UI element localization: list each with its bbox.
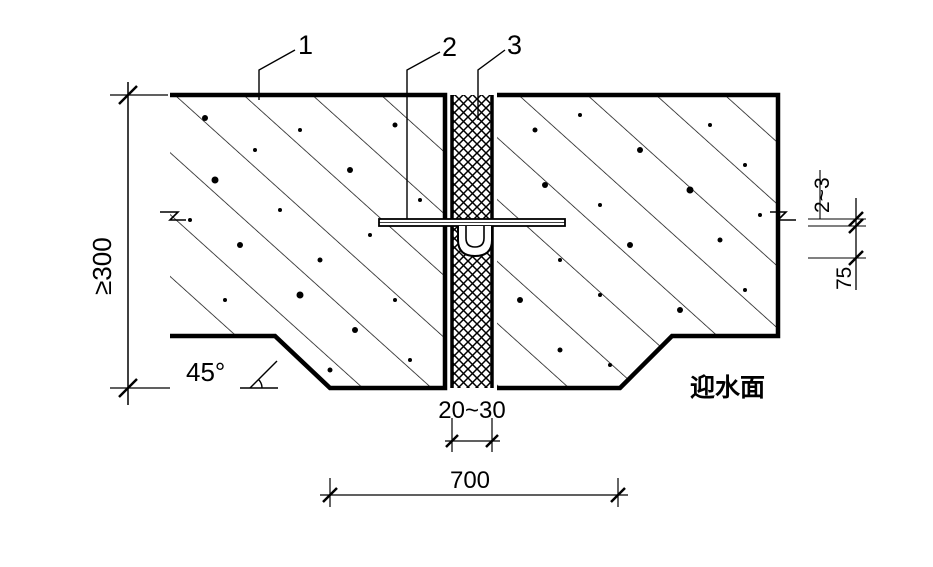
dimension-label-offset: 75 — [833, 267, 856, 290]
callout-label-3: 3 — [507, 30, 522, 60]
dimension-joint-width — [445, 418, 500, 452]
dimension-height — [110, 82, 170, 405]
break-lines — [160, 211, 796, 221]
angle-marker — [240, 360, 278, 389]
dimension-right-small — [808, 170, 866, 290]
water-side-label: 迎水面 — [690, 373, 765, 402]
dimension-label-joint-width: 20~30 — [438, 397, 505, 424]
dimension-label-gap: 2~3 — [811, 177, 834, 213]
callout-label-2: 2 — [442, 32, 457, 62]
waterstop-strip — [378, 218, 566, 258]
right-concrete-slab — [497, 92, 781, 391]
callout-label-1: 1 — [298, 30, 313, 60]
angle-label: 45° — [186, 357, 225, 387]
dimension-label-height: ≥300 — [87, 237, 117, 295]
dimension-total-width — [320, 478, 628, 507]
left-concrete-slab — [170, 92, 448, 391]
dimension-label-total-width: 700 — [450, 467, 490, 494]
callout-leaders — [258, 49, 506, 219]
